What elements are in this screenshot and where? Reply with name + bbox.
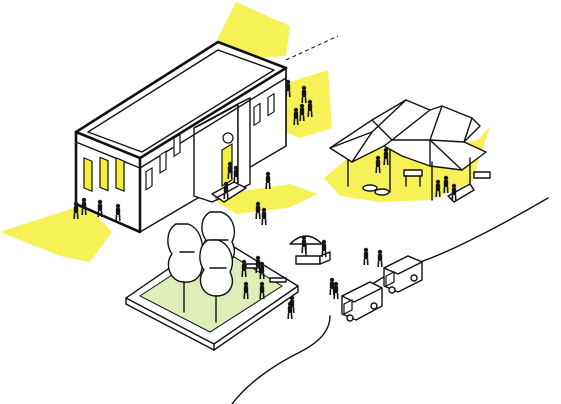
oculus-window xyxy=(223,133,233,143)
side-window-4 xyxy=(254,104,260,126)
side-window-3 xyxy=(174,135,180,157)
stall-counter xyxy=(296,256,320,264)
road xyxy=(232,198,548,404)
guide-line xyxy=(286,36,338,60)
pavilion-seat-1 xyxy=(363,185,377,191)
person-figure xyxy=(334,282,338,299)
person-figure xyxy=(330,278,334,295)
pavilion-bench xyxy=(474,172,490,178)
food-truck-2 xyxy=(384,256,422,293)
food-truck-1 xyxy=(342,282,382,321)
person-figure xyxy=(262,208,266,225)
side-window-5 xyxy=(268,94,274,116)
pavilion-table-1 xyxy=(404,170,422,176)
person-figure xyxy=(378,250,382,267)
person-figure xyxy=(302,236,306,253)
side-window-1 xyxy=(146,168,152,190)
person-figure xyxy=(266,172,270,189)
front-window-1 xyxy=(84,158,92,191)
building-bay-face xyxy=(238,98,250,190)
pavilion-seat-2 xyxy=(375,189,389,195)
front-window-2 xyxy=(100,157,108,190)
person-figure xyxy=(364,248,368,265)
person-figure xyxy=(256,202,260,219)
plaza-bench-2 xyxy=(270,278,286,282)
side-window-2 xyxy=(160,151,166,173)
tree-plaza xyxy=(126,212,298,350)
front-window-3 xyxy=(116,158,124,191)
